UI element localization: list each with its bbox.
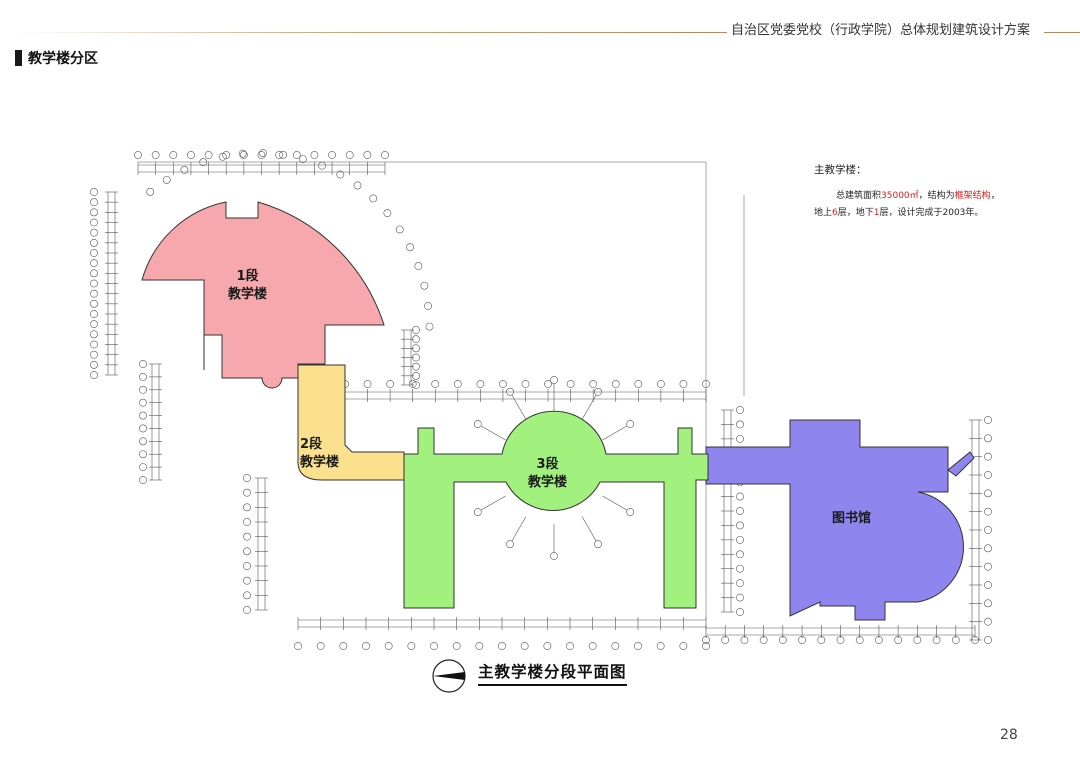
section-heading: 教学楼分区 [15, 49, 98, 67]
info-floors-below: 1 [873, 208, 880, 218]
label-block-1-number: 1段 [236, 269, 259, 284]
info-structure: 框架结构 [954, 191, 991, 201]
section-marker [15, 50, 22, 66]
info-text-3: ，地上 [814, 191, 1000, 218]
info-box: 主教学楼： 总建筑面积35000㎡，结构为框架结构，地上6层，地下1层，设计完成… [814, 162, 1004, 222]
info-text-4: 层，地下 [837, 208, 874, 218]
info-text-1: 总建筑面积 [836, 191, 882, 201]
block-1[interactable] [141, 201, 385, 389]
label-block-2-name: 教学楼 [300, 455, 340, 470]
label-block-3: 3段 教学楼 [528, 456, 567, 492]
library-block[interactable] [705, 419, 964, 621]
header-rule-right [1044, 32, 1080, 33]
info-floors-above: 6 [832, 208, 838, 218]
info-text-5: 层，设计完成于2003年。 [879, 208, 984, 218]
dimension-lines [90, 149, 992, 650]
label-block-1-name: 教学楼 [228, 287, 268, 302]
label-library-name: 图书馆 [832, 511, 872, 526]
library-ramp [947, 451, 975, 477]
label-block-3-name: 教学楼 [528, 475, 568, 490]
block-2[interactable] [297, 364, 405, 481]
plan-caption: 主教学楼分段平面图 [478, 660, 627, 686]
page-number: 28 [1000, 727, 1018, 743]
document-title: 自治区党委党校（行政学院）总体规划建筑设计方案 [730, 23, 1030, 38]
block-3[interactable] [403, 410, 709, 609]
header-rule-left [12, 32, 727, 33]
info-title: 主教学楼： [814, 164, 867, 176]
label-block-2: 2段 教学楼 [300, 436, 339, 472]
info-area: 35000㎡ [881, 191, 919, 201]
label-block-2-number: 2段 [300, 437, 323, 452]
label-library: 图书馆 [832, 510, 871, 528]
label-block-3-number: 3段 [536, 457, 559, 472]
info-body: 总建筑面积35000㎡，结构为框架结构，地上6层，地下1层，设计完成于2003年… [814, 188, 1004, 222]
north-arrow-icon [432, 659, 466, 693]
label-block-1: 1段 教学楼 [228, 268, 267, 304]
section-heading-text: 教学楼分区 [28, 51, 98, 67]
info-text-2: ，结构为 [918, 191, 955, 201]
